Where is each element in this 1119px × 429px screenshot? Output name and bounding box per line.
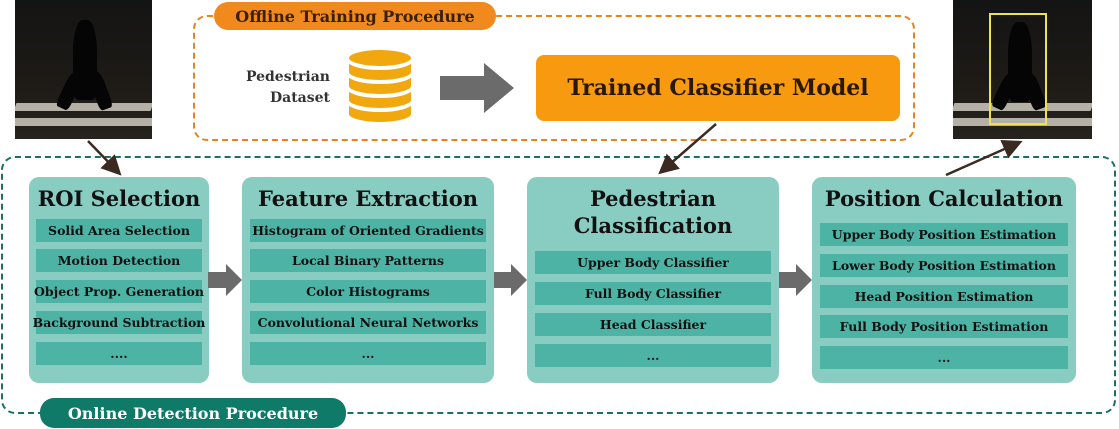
- list-item: Solid Area Selection: [36, 219, 202, 242]
- list-item: Upper Body Classifier: [535, 251, 771, 274]
- online-detection-label: Online Detection Procedure: [40, 398, 346, 428]
- stage-position-calculation: Position Calculation Upper Body Position…: [812, 177, 1076, 383]
- detection-bounding-box: [989, 13, 1047, 125]
- trained-classifier-model: Trained Classifier Model: [536, 55, 900, 121]
- dataset-label-line1: Pedestrian: [245, 69, 330, 85]
- stage-pedestrian-classification: Pedestrian Classification Upper Body Cla…: [527, 177, 779, 383]
- flow-arrow-icon: [779, 264, 812, 296]
- list-item: ...: [250, 342, 486, 365]
- list-item: Histogram of Oriented Gradients: [250, 219, 486, 242]
- offline-training-label: Offline Training Procedure: [214, 2, 496, 30]
- flow-arrow-icon: [494, 264, 527, 296]
- list-item: Local Binary Patterns: [250, 249, 486, 272]
- database-icon: [347, 48, 413, 124]
- list-item: Background Subtraction: [33, 311, 205, 334]
- list-item: Motion Detection: [36, 249, 202, 272]
- list-item: Lower Body Position Estimation: [820, 254, 1068, 277]
- stage-title-line1: Pedestrian: [589, 186, 717, 211]
- list-item: Object Prop. Generation: [34, 280, 204, 303]
- output-detection-photo: [953, 0, 1092, 139]
- flow-arrow-icon: [208, 264, 242, 296]
- list-item: Head Classifier: [535, 313, 771, 336]
- list-item: Full Body Position Estimation: [820, 315, 1068, 338]
- stage-roi-selection: ROI Selection Solid Area Selection Motio…: [29, 177, 209, 383]
- input-pedestrian-photo: [15, 0, 152, 139]
- dataset-label-line2: Dataset: [269, 90, 330, 106]
- list-item: ....: [36, 342, 202, 365]
- list-item: Head Position Estimation: [820, 285, 1068, 308]
- block-arrow-right-icon: [440, 63, 514, 113]
- list-item: ...: [820, 346, 1068, 369]
- arrow-model-to-classification: [658, 123, 717, 175]
- list-item: Upper Body Position Estimation: [820, 223, 1068, 246]
- stage-feature-extraction: Feature Extraction Histogram of Oriented…: [242, 177, 494, 383]
- stage-title-line2: Classification: [573, 213, 733, 238]
- stage-title: ROI Selection: [37, 186, 201, 211]
- arrow-photo-to-roi: [87, 140, 122, 176]
- stage-title: Position Calculation: [824, 186, 1064, 211]
- dataset-label: Pedestrian Dataset: [236, 67, 330, 109]
- list-item: ...: [535, 344, 771, 367]
- list-item: Convolutional Neural Networks: [250, 311, 486, 334]
- stage-title: Feature Extraction: [257, 186, 479, 211]
- arrow-position-to-output: [945, 139, 1023, 177]
- offline-training-region: [193, 15, 915, 141]
- list-item: Color Histograms: [250, 280, 486, 303]
- online-detection-region: [1, 156, 1116, 414]
- list-item: Full Body Classifier: [535, 282, 771, 305]
